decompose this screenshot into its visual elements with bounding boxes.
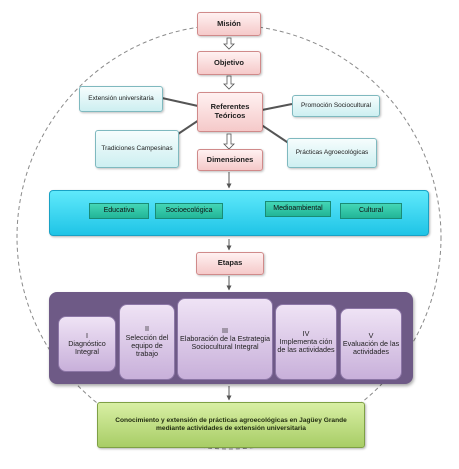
stage-4-label: Implementa ción de las actividades — [277, 336, 335, 355]
stage-3: III Elaboración de la Estrategia Sociocu… — [177, 298, 273, 380]
referentes-box: Referentes Teóricos — [197, 92, 263, 132]
dimensiones-box: Dimensiones — [197, 149, 263, 171]
objetivo-label: Objetivo — [213, 57, 244, 67]
stage-1-label: Diagnóstico Integral — [68, 338, 106, 357]
stage-1-number: I — [86, 330, 88, 340]
promocion-box: Promoción Sociocultural — [292, 95, 380, 117]
stage-5-label: Evaluación de las actividades — [342, 338, 400, 357]
dimension-socioecologica: Socioecológica — [155, 203, 223, 219]
dashed-circle — [16, 24, 442, 450]
dimensiones-label: Dimensiones — [206, 154, 254, 164]
link-extension — [161, 97, 199, 107]
dimension-socioecologica-label: Socioecológica — [165, 206, 213, 214]
stage-2: II Selección del equipo de trabajo — [119, 304, 175, 380]
dimension-cultural: Cultural — [340, 203, 402, 219]
extension-label: Extensión universitaria — [88, 95, 154, 103]
practicas-box: Prácticas Agroecológicas — [287, 138, 377, 168]
dimension-medioambiental-label: Medioambiental — [273, 204, 323, 212]
dimension-educativa-label: Educativa — [103, 206, 135, 214]
resultado-box: Conocimiento y extensión de prácticas ag… — [97, 402, 365, 448]
dimension-medioambiental: Medioambiental — [265, 201, 331, 217]
practicas-label: Prácticas Agroecológicas — [295, 149, 369, 157]
mision-box: Misión — [197, 12, 261, 36]
stage-1: I Diagnóstico Integral — [58, 316, 116, 372]
etapas-label: Etapas — [217, 258, 243, 268]
mision-label: Misión — [217, 18, 241, 28]
stage-5-number: V — [368, 330, 374, 340]
resultado-label: Conocimiento y extensión de prácticas ag… — [115, 417, 347, 432]
stage-5: V Evaluación de las actividades — [340, 308, 402, 380]
arrow-referentes-dimensiones — [223, 133, 235, 150]
arrow-mision-objetivo — [223, 37, 235, 50]
objetivo-box: Objetivo — [197, 51, 261, 75]
stage-4-number: IV — [302, 328, 310, 338]
dimension-educativa: Educativa — [89, 203, 149, 219]
extension-box: Extensión universitaria — [79, 86, 163, 112]
tradiciones-box: Tradiciones Campesinas — [95, 130, 179, 168]
stage-3-number: III — [222, 325, 228, 335]
dimension-cultural-label: Cultural — [358, 206, 384, 214]
link-practicas — [259, 123, 291, 145]
tradiciones-label: Tradiciones Campesinas — [101, 145, 173, 153]
stage-2-number: II — [145, 324, 149, 334]
arrow-objetivo-referentes — [223, 75, 235, 90]
etapas-box: Etapas — [196, 252, 264, 275]
stage-2-label: Selección del equipo de trabajo — [125, 332, 169, 359]
link-promocion — [261, 103, 293, 111]
stage-4: IV Implementa ción de las actividades — [275, 304, 337, 380]
referentes-label: Referentes Teóricos — [210, 102, 250, 120]
stage-3-label: Elaboración de la Estrategia Sociocultur… — [180, 333, 270, 352]
promocion-label: Promoción Sociocultural — [300, 102, 372, 110]
